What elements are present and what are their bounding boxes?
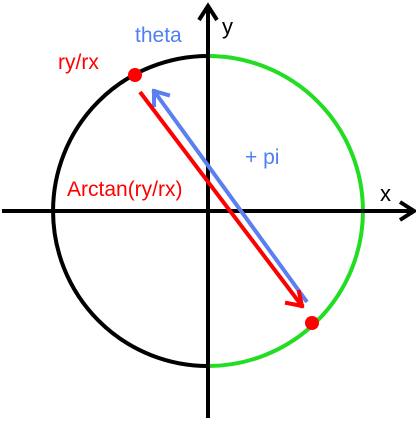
point-label: ry/rx	[58, 51, 99, 74]
point-opposite	[305, 316, 319, 330]
x-axis-arrowhead	[398, 200, 416, 222]
arctan-arrowhead	[284, 289, 305, 309]
x-axis-label: x	[380, 181, 391, 206]
arctan-arrow-line	[138, 90, 304, 308]
y-axis-label: y	[222, 14, 233, 39]
plus-pi-label: + pi	[245, 146, 279, 169]
y-axis-arrowhead	[197, 2, 219, 22]
theta-arrowhead	[151, 88, 171, 107]
point-ry-rx	[128, 68, 142, 82]
arctan-label: Arctan(ry/rx)	[67, 178, 183, 201]
theta-arrow-line	[152, 89, 309, 304]
theta-label: theta	[135, 24, 182, 47]
